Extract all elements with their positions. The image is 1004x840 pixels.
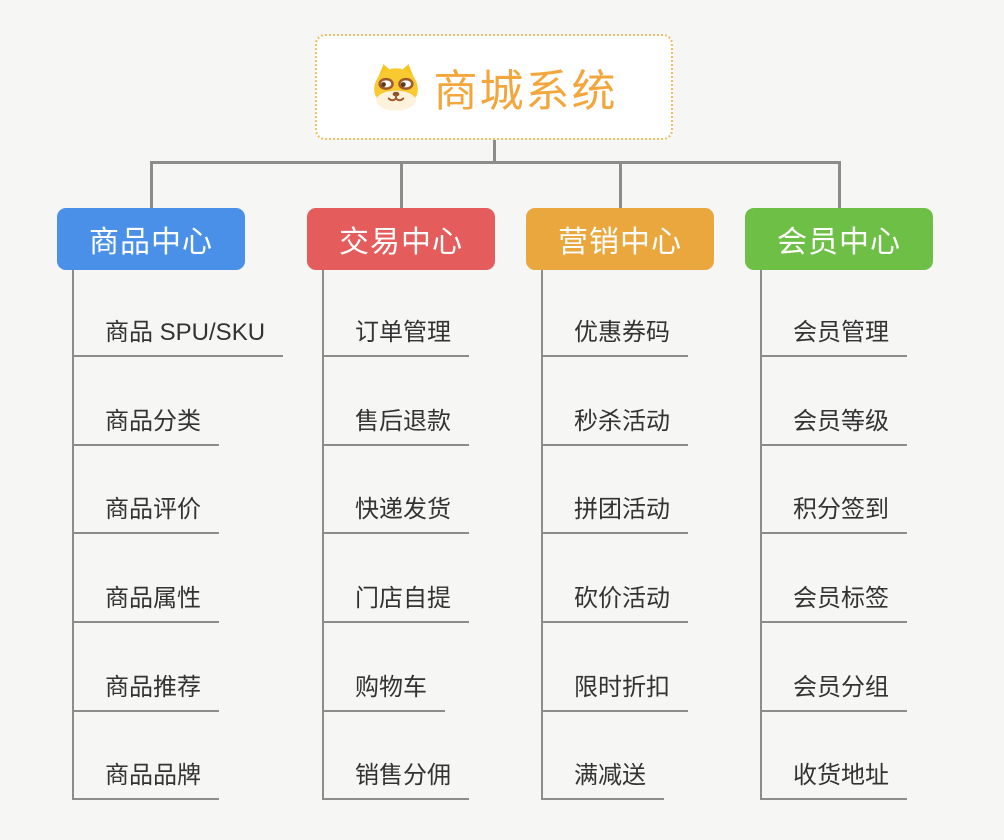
connector-branch-trunk	[760, 270, 762, 800]
leaf-node[interactable]: 收货地址	[760, 754, 907, 800]
branch-label: 营销中心	[558, 226, 682, 259]
leaf-node[interactable]: 优惠券码	[541, 311, 688, 357]
leaf-node[interactable]: 门店自提	[322, 577, 469, 623]
leaf-node[interactable]: 会员等级	[760, 400, 907, 446]
branch-node-2[interactable]: 交易中心	[307, 208, 495, 270]
connector-branch-trunk	[322, 270, 324, 800]
leaf-node[interactable]: 快递发货	[322, 488, 469, 534]
leaf-node[interactable]: 秒杀活动	[541, 400, 688, 446]
leaf-node[interactable]: 商品属性	[72, 577, 219, 623]
leaf-node[interactable]: 商品推荐	[72, 666, 219, 712]
leaf-node[interactable]: 会员管理	[760, 311, 907, 357]
leaf-node[interactable]: 商品 SPU/SKU	[72, 311, 284, 357]
leaf-node[interactable]: 满减送	[541, 754, 664, 800]
branch-label: 商品中心	[89, 226, 213, 259]
branch-label: 交易中心	[339, 226, 463, 259]
leaf-node[interactable]: 订单管理	[322, 311, 469, 357]
connector-branch-drop	[618, 161, 622, 208]
root-node[interactable]: 商城系统	[315, 34, 673, 140]
leaf-node[interactable]: 会员分组	[760, 666, 907, 712]
connector-branch-drop	[399, 161, 403, 208]
leaf-node[interactable]: 售后退款	[322, 400, 469, 446]
connector-branch-trunk	[541, 270, 543, 800]
leaf-node[interactable]: 购物车	[322, 666, 445, 712]
connector-branch-drop	[149, 161, 153, 208]
branch-node-3[interactable]: 营销中心	[526, 208, 714, 270]
shiba-dog-face-icon	[371, 63, 421, 111]
branch-node-4[interactable]: 会员中心	[745, 208, 933, 270]
leaf-node[interactable]: 拼团活动	[541, 488, 688, 534]
leaf-node[interactable]: 商品品牌	[72, 754, 219, 800]
connector-branch-trunk	[72, 270, 74, 800]
leaf-node[interactable]: 积分签到	[760, 488, 907, 534]
connector-horizontal-bar	[149, 161, 841, 164]
leaf-node[interactable]: 商品分类	[72, 400, 219, 446]
leaf-node[interactable]: 砍价活动	[541, 577, 688, 623]
leaf-node[interactable]: 销售分佣	[322, 754, 469, 800]
leaf-node[interactable]: 限时折扣	[541, 666, 688, 712]
connector-branch-drop	[837, 161, 841, 208]
branch-node-1[interactable]: 商品中心	[57, 208, 245, 270]
leaf-node[interactable]: 会员标签	[760, 577, 907, 623]
connector-root-stub	[492, 140, 496, 164]
branch-label: 会员中心	[777, 226, 901, 259]
leaf-node[interactable]: 商品评价	[72, 488, 219, 534]
root-title: 商城系统	[433, 67, 618, 116]
